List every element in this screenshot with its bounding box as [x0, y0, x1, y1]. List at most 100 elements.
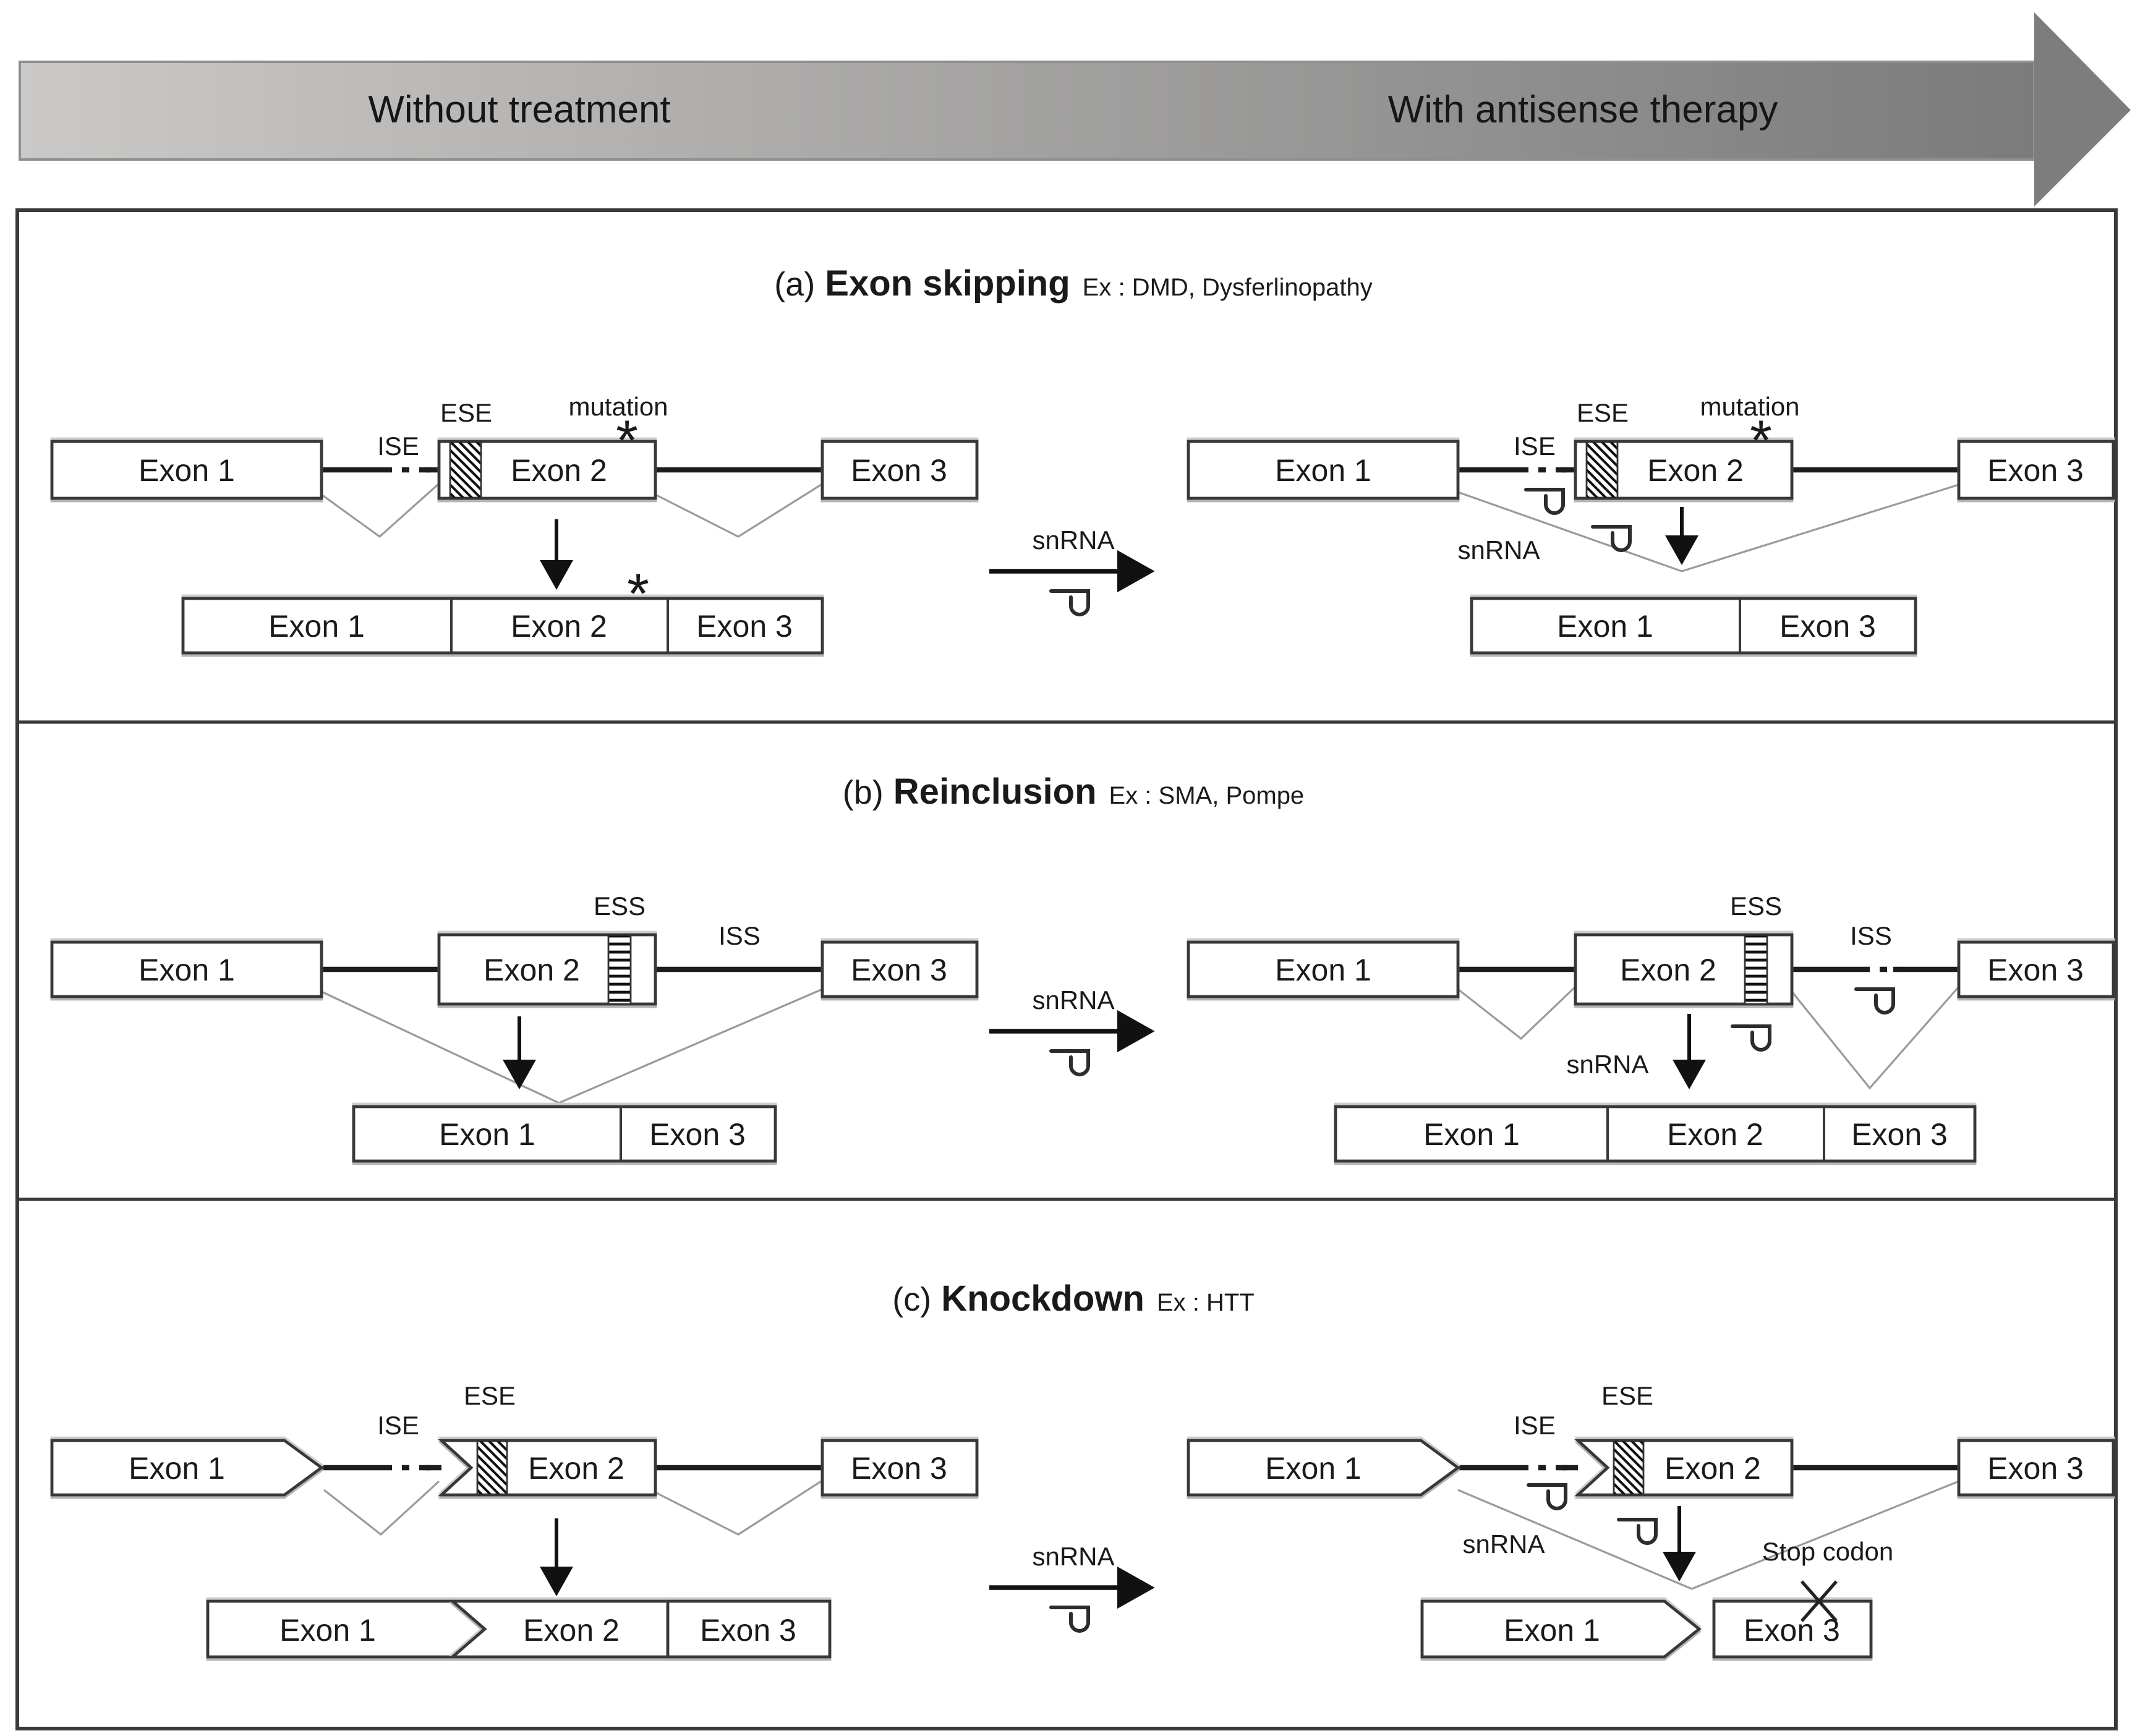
exon2-label: Exon 2 [528, 1451, 624, 1486]
ese-label: ESE [440, 398, 492, 427]
exon1-label: Exon 1 [1557, 609, 1653, 644]
treatment-banner: Without treatment With antisense therapy [19, 12, 2131, 206]
ese-label: ESE [1577, 398, 1629, 427]
banner-arrowhead-icon [2034, 12, 2131, 206]
exon3-cell [1712, 1599, 1873, 1659]
panel-a-treated-premrna: Exon 1 Exon 2 Exon 3 ISE ESE mutation * … [1187, 392, 2115, 572]
panel-b-untreated-premrna: Exon 1 Exon 2 Exon 3 ESS ISS [50, 891, 979, 1104]
splice-junction-icon [655, 1480, 822, 1536]
ese-hatch-block [476, 1439, 508, 1496]
splice-junction-icon [321, 483, 439, 538]
exon2-label: Exon 2 [1647, 453, 1744, 488]
snrna-stem-loop-icon [1051, 1607, 1088, 1631]
exon3-label: Exon 3 [1851, 1117, 1948, 1152]
ess-label: ESS [1730, 891, 1782, 921]
mrna-box [1334, 1105, 1977, 1163]
exon1-label: Exon 1 [1275, 453, 1371, 488]
mrna-box [181, 597, 824, 655]
ess-hatch-block [607, 934, 632, 1005]
ese-label: ESE [1601, 1381, 1653, 1410]
exon1-label: Exon 1 [1265, 1451, 1362, 1486]
exon-skip-splice-icon [321, 988, 823, 1104]
mutation-label: mutation [1700, 392, 1799, 421]
exon1-orf-arrow-box [50, 1439, 325, 1497]
exon2-label: Exon 2 [1620, 953, 1716, 987]
ess-hatch-block [1744, 934, 1768, 1005]
snrna-stem-loop-icon [1526, 490, 1563, 513]
panel-c-treated-premrna: Exon 1 Exon 2 Exon 3 ISE ESE snRNA [1187, 1381, 2115, 1590]
stop-codon-label: Stop codon [1762, 1537, 1894, 1566]
exon3-label: Exon 3 [696, 609, 793, 644]
exon1-box [1187, 440, 1460, 500]
snrna-stem-loop-icon [1528, 1485, 1566, 1508]
exon-skip-splice-icon [1457, 483, 1959, 572]
exon3-box [1957, 440, 2115, 500]
exon1-orf-arrow-cell [1420, 1599, 1702, 1659]
mrna-box [1470, 597, 1917, 655]
exon3-label: Exon 3 [1744, 1613, 1840, 1648]
exon3-box [1957, 1439, 2115, 1497]
exon1-box [50, 440, 323, 500]
exon1-orf-arrow-box [1187, 1439, 1461, 1497]
exon3-label: Exon 3 [851, 453, 947, 488]
snrna-stem-loop-icon [1619, 1520, 1656, 1543]
panel-a-untreated-mrna: Exon 1 Exon 2 Exon 3 * [181, 563, 824, 655]
snrna-stem-loop-icon [1732, 1026, 1770, 1050]
exon3-label: Exon 3 [700, 1613, 796, 1648]
banner-band [19, 61, 2035, 161]
ess-label: ESS [594, 891, 646, 921]
splice-junction-icon [655, 483, 822, 538]
exon3-box [1957, 940, 2115, 998]
banner-label-without: Without treatment [368, 88, 670, 131]
iss-label: ISS [1850, 921, 1892, 950]
splice-junction-icon [1457, 985, 1577, 1040]
exon3-box [820, 1439, 979, 1497]
exon1-label: Exon 1 [268, 609, 365, 644]
ese-hatch-block [449, 440, 482, 500]
exon3-label: Exon 3 [1779, 609, 1876, 644]
iss-label: ISS [718, 921, 761, 950]
snrna-label: snRNA [1457, 535, 1540, 564]
panel-c-transition: snRNA [989, 1542, 1155, 1631]
exon2-label: Exon 2 [511, 453, 607, 488]
panel-b-treated-mrna: Exon 1 Exon 2 Exon 3 [1334, 1105, 1977, 1163]
mutation-asterisk: * [616, 409, 638, 472]
ese-hatch-block [1613, 1439, 1645, 1496]
snrna-label: snRNA [1462, 1530, 1545, 1559]
panel-c-treated-mrna: Stop codon Exon 1 Exon 3 [1420, 1537, 1894, 1659]
exon1-label: Exon 1 [139, 453, 235, 488]
splice-junction-icon [1791, 985, 1960, 1090]
ise-label: ISE [377, 432, 419, 461]
splice-junction-icon [323, 1480, 440, 1536]
panel-c-untreated-mrna: Exon 1 Exon 2 Exon 3 [206, 1599, 832, 1659]
exon3-cell [666, 1599, 832, 1659]
exon3-box [820, 940, 979, 998]
panel-b-treated-premrna: Exon 1 Exon 2 Exon 3 ESS ISS snRNA [1187, 891, 2115, 1090]
mutation-label: mutation [568, 392, 668, 421]
exon2-label: Exon 2 [484, 953, 580, 987]
exon3-label: Exon 3 [851, 1451, 947, 1486]
exon3-label: Exon 3 [1987, 1451, 2084, 1486]
exon1-label: Exon 1 [1423, 1117, 1520, 1152]
exon3-box [820, 440, 979, 500]
exon2-notched-cell [448, 1599, 670, 1659]
panel-a-untreated-premrna: Exon 1 Exon 2 Exon 3 ISE ESE mutation * [50, 392, 979, 590]
exon3-label: Exon 3 [851, 953, 947, 987]
mutation-asterisk: * [1750, 409, 1772, 472]
ise-label: ISE [1514, 432, 1556, 461]
exon3-label: Exon 3 [649, 1117, 746, 1152]
exon1-box [50, 940, 323, 998]
exon2-label: Exon 2 [523, 1613, 620, 1648]
exon1-label: Exon 1 [279, 1613, 376, 1648]
stop-codon-x-icon [1801, 1580, 1838, 1622]
snrna-label: snRNA [1566, 1050, 1648, 1079]
mrna-box [352, 1105, 777, 1163]
exon2-label: Exon 2 [1664, 1451, 1761, 1486]
